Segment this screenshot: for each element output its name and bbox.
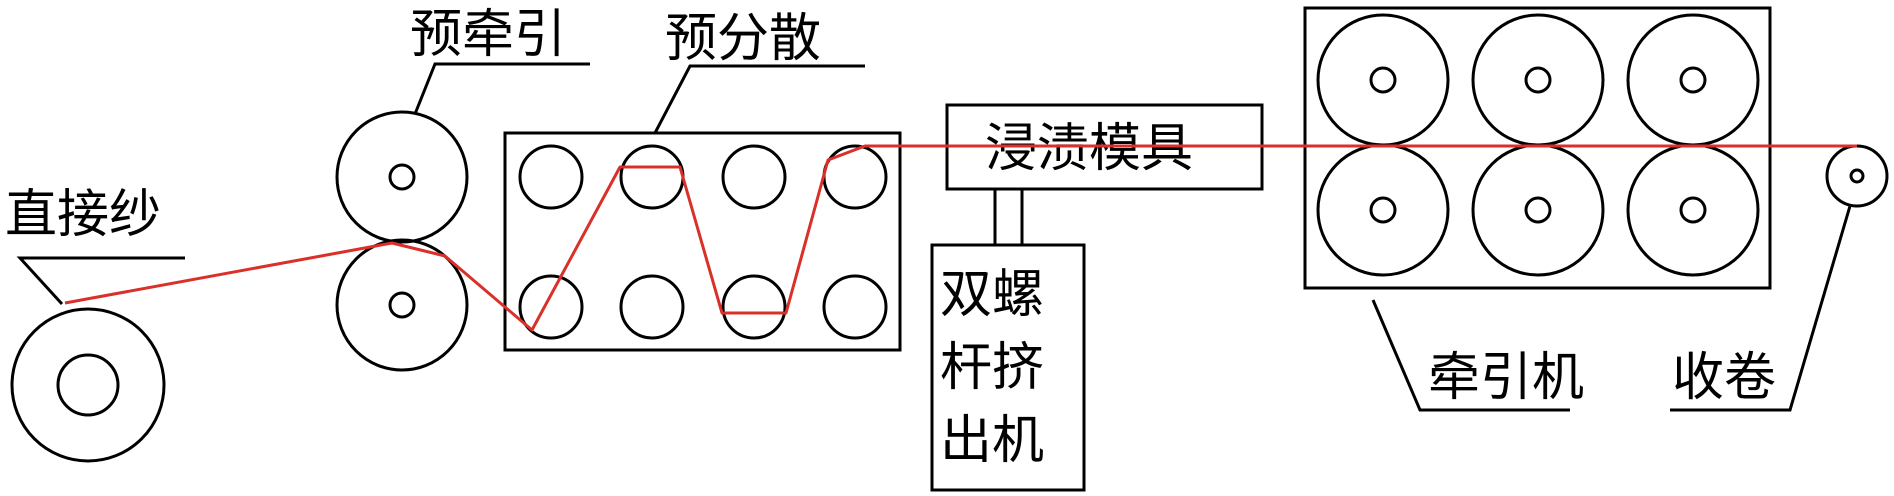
pre-traction-top-roller: [335, 110, 469, 244]
traction-machine-box: [1303, 6, 1772, 290]
leader-direct-roving: [16, 256, 185, 306]
pre-dispersion-box: [503, 131, 902, 352]
traction-axle-bottom-2: [1524, 196, 1552, 224]
label-pre-traction: 预牵引: [410, 5, 566, 65]
traction-axle-bottom-3: [1679, 196, 1707, 224]
direct-roving-spool: [10, 307, 166, 463]
label-extruder-line-2: 杆挤: [940, 338, 1044, 398]
traction-roller-bottom-3: [1626, 143, 1760, 277]
label-extruder-line-1: 双螺: [940, 265, 1044, 325]
label-impregnation-die: 浸渍模具: [985, 119, 1193, 179]
fiber-path: [64, 144, 1857, 332]
dispersion-roller-top-3: [721, 144, 787, 210]
traction-roller-bottom-2: [1471, 143, 1605, 277]
winding-spool: [1825, 144, 1889, 208]
traction-axle-bottom-1: [1369, 196, 1397, 224]
traction-roller-bottom-1: [1316, 143, 1450, 277]
label-winding: 收卷: [1672, 348, 1776, 408]
dispersion-roller-bottom-1: [518, 274, 584, 340]
traction-machine: [1303, 6, 1772, 290]
pre-traction-rollers: [335, 110, 469, 372]
pre-traction-bottom-roller: [335, 238, 469, 372]
winding-inner-circle: [1849, 168, 1865, 184]
label-pre-dispersion: 预分散: [665, 9, 821, 69]
dispersion-roller-top-1: [518, 144, 584, 210]
roving-inner-circle: [56, 353, 120, 417]
traction-roller-top-3: [1626, 13, 1760, 147]
dispersion-roller-bottom-2: [619, 274, 685, 340]
traction-roller-top-2: [1471, 13, 1605, 147]
dispersion-roller-bottom-4: [822, 274, 888, 340]
leader-pre-traction: [413, 62, 590, 115]
traction-axle-top-3: [1679, 66, 1707, 94]
dispersion-roller-top-2: [619, 144, 685, 210]
leader-winding: [1670, 205, 1852, 412]
label-traction-machine: 牵引机: [1428, 348, 1584, 408]
label-extruder-line-3: 出机: [940, 411, 1044, 471]
traction-axle-top-2: [1524, 66, 1552, 94]
traction-axle-top-1: [1369, 66, 1397, 94]
pre-traction-bottom-axle: [388, 291, 416, 319]
twin-screw-extruder-box: [930, 243, 1086, 492]
leader-traction-machine: [1371, 299, 1570, 412]
traction-roller-top-1: [1316, 13, 1450, 147]
label-direct-roving: 直接纱: [5, 185, 161, 245]
roving-outer-circle: [10, 307, 166, 463]
dispersion-roller-top-4: [822, 144, 888, 210]
leader-pre-dispersion: [653, 64, 865, 134]
winding-outer-circle: [1825, 144, 1889, 208]
dispersion-roller-bottom-3: [721, 274, 787, 340]
pre-traction-top-axle: [388, 163, 416, 191]
pre-dispersion-unit: [503, 131, 902, 352]
